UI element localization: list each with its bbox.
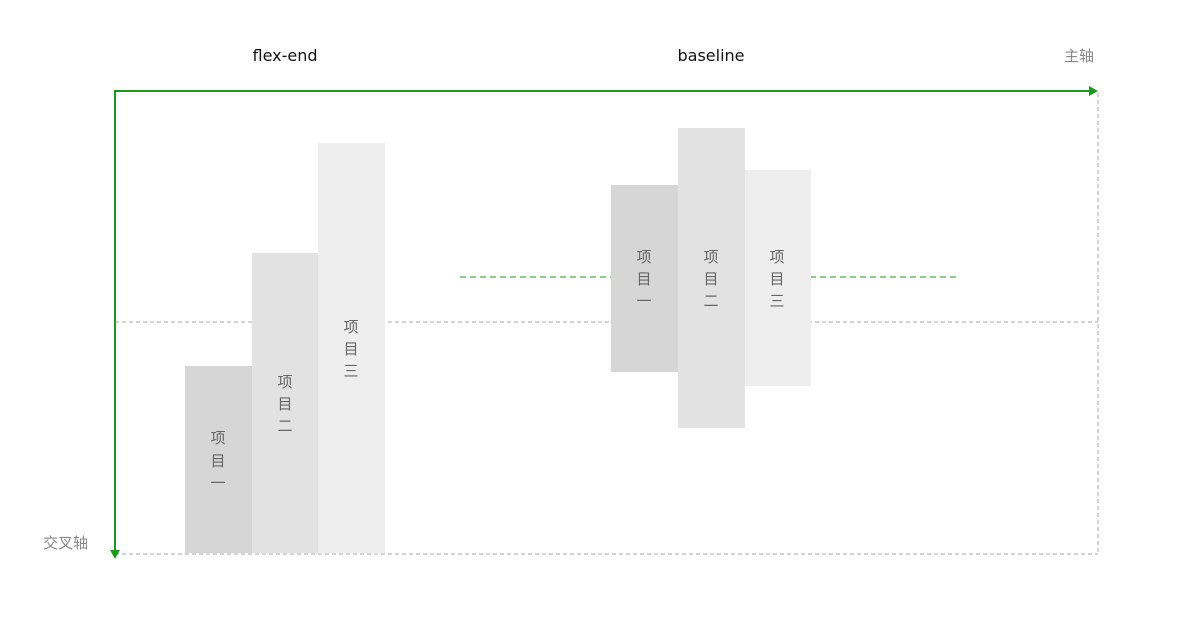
- flex-end-group: 项 目 一 项 目 二 项 目 三: [185, 143, 385, 553]
- flex-end-item-3: [318, 143, 385, 553]
- flex-end-item-3-char-1: 项: [343, 318, 358, 336]
- flex-end-item-2: [252, 253, 318, 553]
- flex-end-item-1-char-2: 目: [210, 452, 225, 470]
- baseline-item-2-char-2: 目: [703, 270, 718, 288]
- baseline-item-1-char-1: 项: [636, 248, 651, 266]
- flex-end-item-3-char-3: 三: [343, 362, 358, 380]
- flex-end-item-3-char-2: 目: [343, 340, 358, 358]
- baseline-item-2-char-3: 二: [703, 292, 718, 310]
- baseline-item-1: [611, 185, 678, 372]
- baseline-item-2: [678, 128, 745, 428]
- baseline-item-1-char-3: 一: [636, 292, 651, 310]
- flex-end-item-2-char-1: 项: [277, 373, 292, 391]
- baseline-group: 项 目 一 项 目 二 项 目 三: [611, 128, 811, 428]
- baseline-item-3-char-2: 目: [769, 270, 784, 288]
- flex-end-item-1-char-1: 项: [210, 429, 225, 447]
- flex-end-title: flex-end: [252, 46, 317, 65]
- main-axis-arrowhead: [1089, 86, 1098, 96]
- cross-axis-label: 交叉轴: [43, 534, 88, 552]
- flex-end-item-2-char-2: 目: [277, 395, 292, 413]
- cross-axis-arrowhead: [110, 550, 120, 559]
- flex-end-item-2-char-3: 二: [277, 417, 292, 435]
- baseline-item-3: [745, 170, 811, 386]
- baseline-item-1-char-2: 目: [636, 270, 651, 288]
- baseline-title: baseline: [677, 46, 744, 65]
- main-axis-label: 主轴: [1064, 47, 1094, 65]
- flex-end-item-1-char-3: 一: [210, 474, 225, 492]
- baseline-item-3-char-3: 三: [769, 292, 784, 310]
- baseline-item-2-char-1: 项: [703, 248, 718, 266]
- flex-end-item-1: [185, 366, 252, 553]
- baseline-item-3-char-1: 项: [769, 248, 784, 266]
